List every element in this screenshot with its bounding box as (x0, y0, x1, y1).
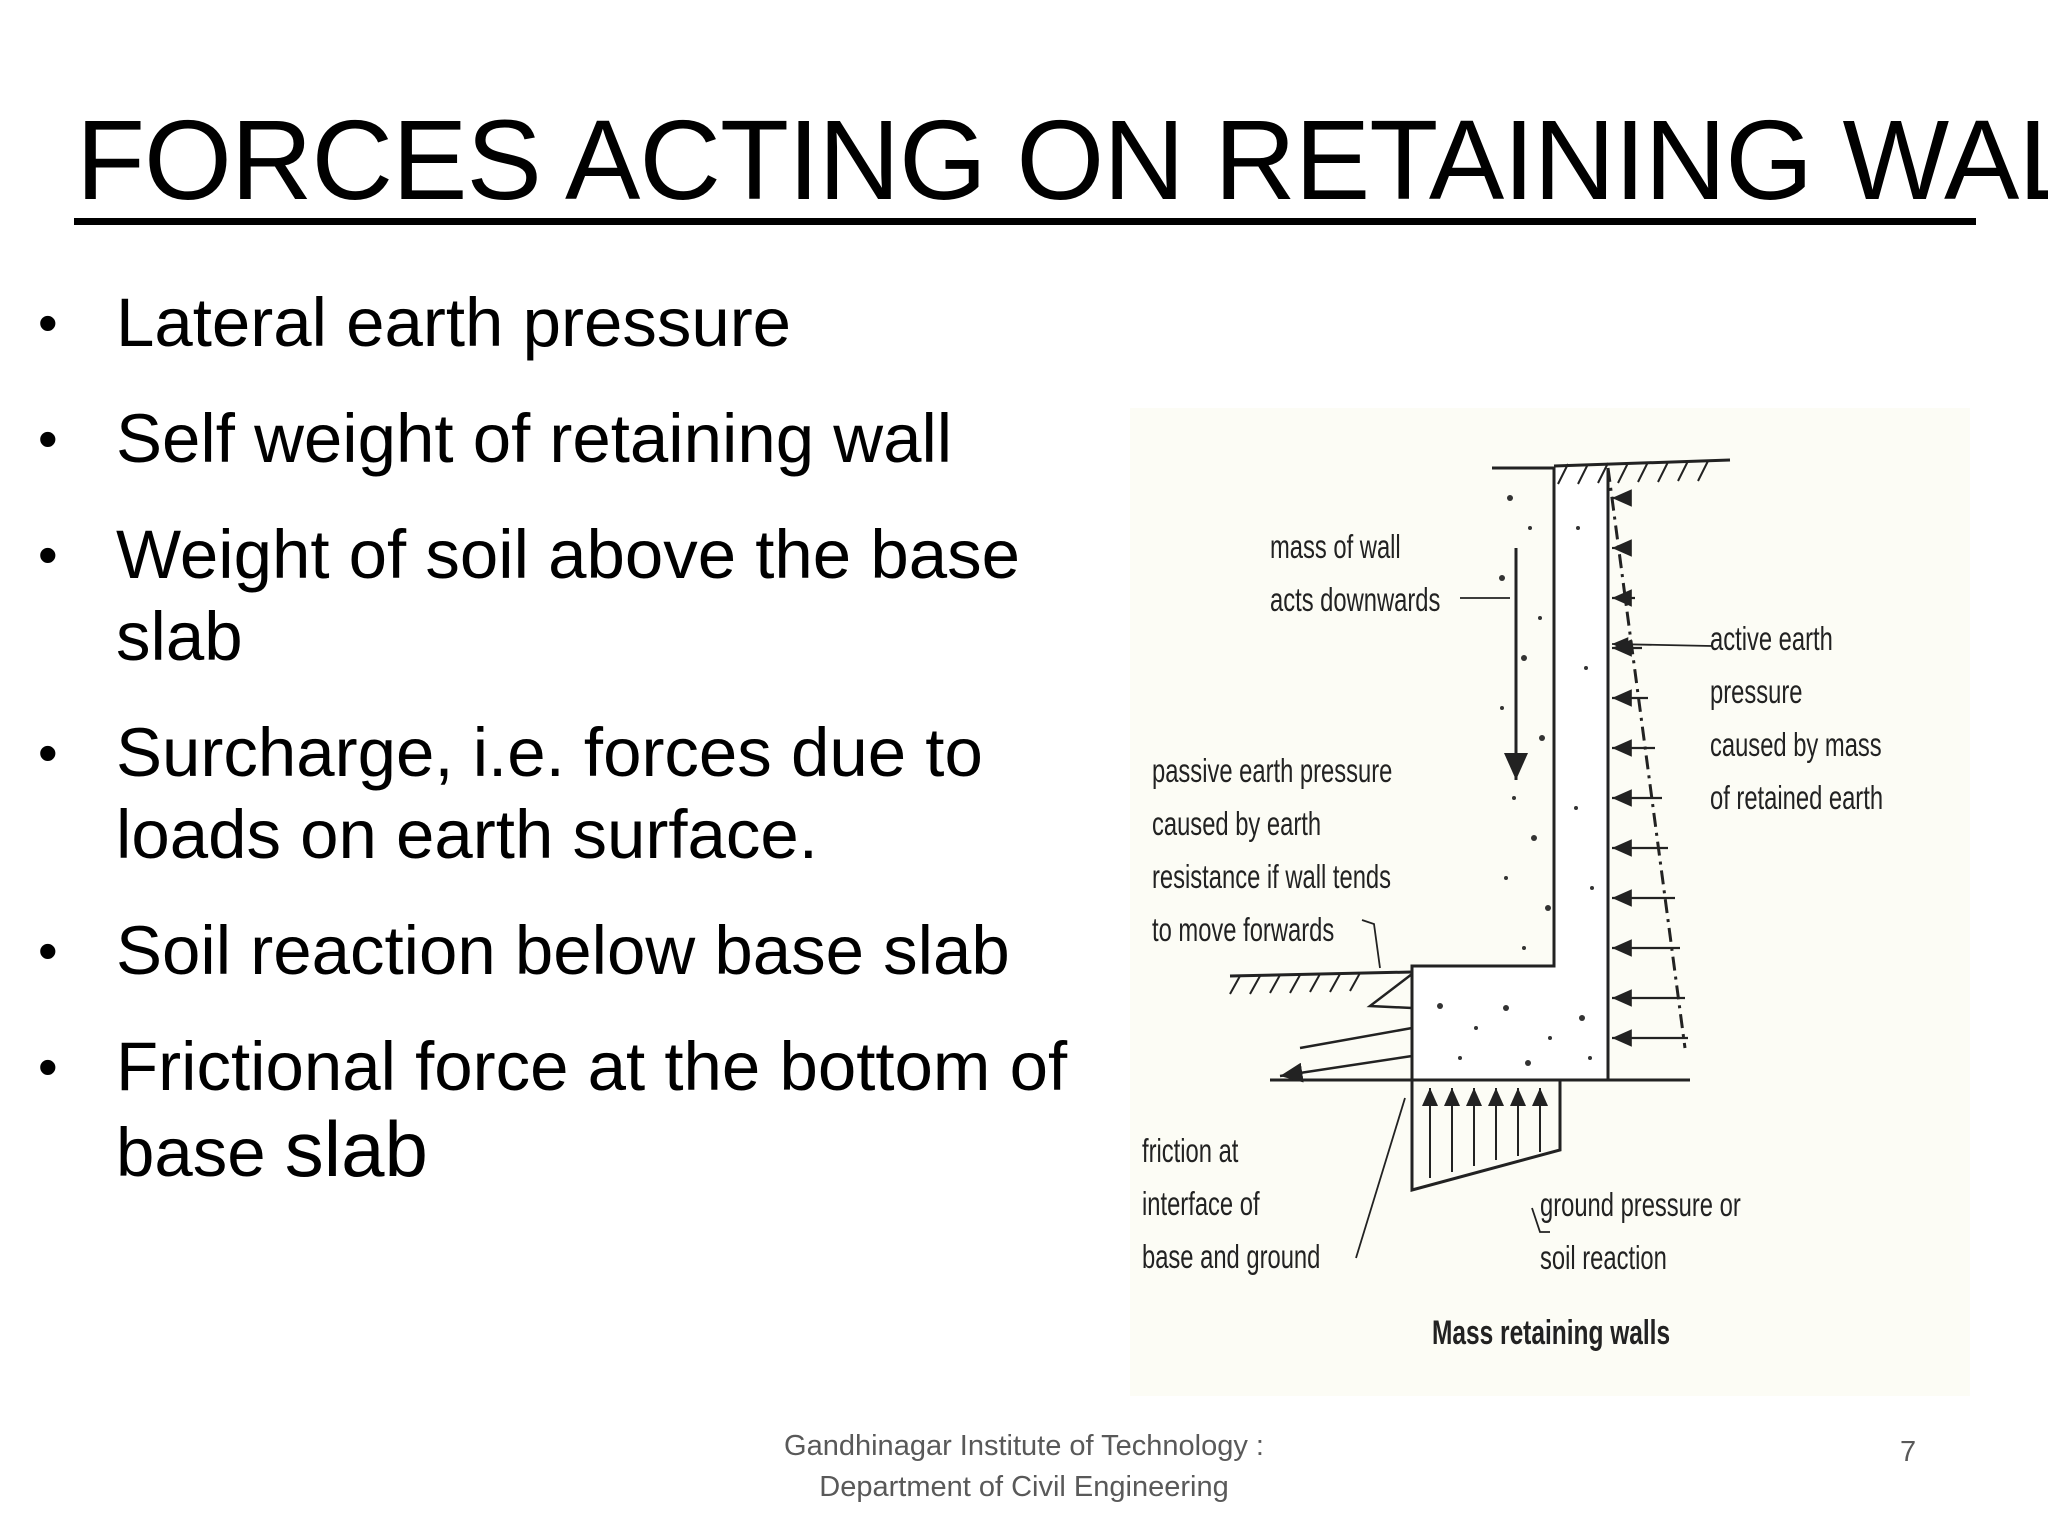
toe-hatch (1229, 972, 1361, 995)
soil-reaction-envelope (1410, 1080, 1562, 1192)
toe-ground-line (1229, 970, 1413, 978)
bullet-dot: • (38, 291, 58, 354)
retaining-wall-diagram: mass of wall acts downwards active earth… (1130, 408, 1970, 1396)
bullet-dot: • (38, 721, 58, 784)
bullet-text: Weight of soil above the base slab (116, 516, 1020, 675)
footer-department: Department of Civil Engineering (819, 1471, 1229, 1503)
passive-wedge (1366, 973, 1413, 1010)
leader-ground (1531, 1207, 1550, 1233)
bullet-item: • Self weight of retaining wall (36, 398, 1096, 480)
active-pressure-envelope (1606, 467, 1687, 1049)
leader-active (1611, 637, 1713, 652)
bullet-dot: • (38, 523, 58, 586)
bullet-text: Self weight of retaining wall (116, 400, 953, 477)
label-ground: ground pressure or soil reaction (1540, 1186, 1741, 1276)
bullet-item: • Frictional force at the bottom of base… (36, 1026, 1096, 1194)
title-underline (74, 218, 1976, 225)
bullet-text-tail: slab (284, 1105, 428, 1193)
footer-institution: Gandhinagar Institute of Technology : (784, 1430, 1264, 1462)
bullet-item: • Surcharge, i.e. forces due to loads on… (36, 712, 1096, 876)
footer: Gandhinagar Institute of Technology : De… (640, 1426, 1408, 1508)
bullet-item: • Weight of soil above the base slab (36, 514, 1096, 678)
passive-lines (1280, 1026, 1413, 1076)
bullet-text: Lateral earth pressure (116, 284, 792, 361)
label-active: active earth pressure caused by mass of … (1710, 620, 1884, 816)
leader-friction (1355, 1097, 1406, 1259)
bullet-text: Soil reaction below base slab (116, 912, 1010, 989)
top-hatch (1557, 460, 1709, 485)
leader-passive (1361, 919, 1381, 969)
bullet-item: • Soil reaction below base slab (36, 910, 1096, 992)
label-passive: passive earth pressure caused by earth r… (1152, 752, 1393, 948)
label-mass: mass of wall acts downwards (1270, 528, 1441, 618)
bullet-item: • Lateral earth pressure (36, 282, 1096, 364)
slide-title: FORCES ACTING ON RETAINING WALL (76, 97, 2048, 223)
bullet-dot: • (38, 1035, 58, 1098)
bullet-dot: • (38, 407, 58, 470)
top-ground-line (1553, 458, 1731, 468)
bullet-list: • Lateral earth pressure • Self weight o… (36, 282, 1096, 1228)
wall-stem-outline (1410, 466, 1610, 1082)
page-number: 7 (1900, 1436, 1917, 1468)
label-friction: friction at interface of base and ground (1142, 1132, 1321, 1275)
wall-drawing (1229, 458, 1731, 1259)
bullet-dot: • (38, 919, 58, 982)
bullet-text: Frictional force at the bottom of base (116, 1028, 1068, 1191)
figure-caption: Mass retaining walls (1432, 1314, 1671, 1352)
bullet-text: Surcharge, i.e. forces due to loads on e… (116, 714, 983, 873)
